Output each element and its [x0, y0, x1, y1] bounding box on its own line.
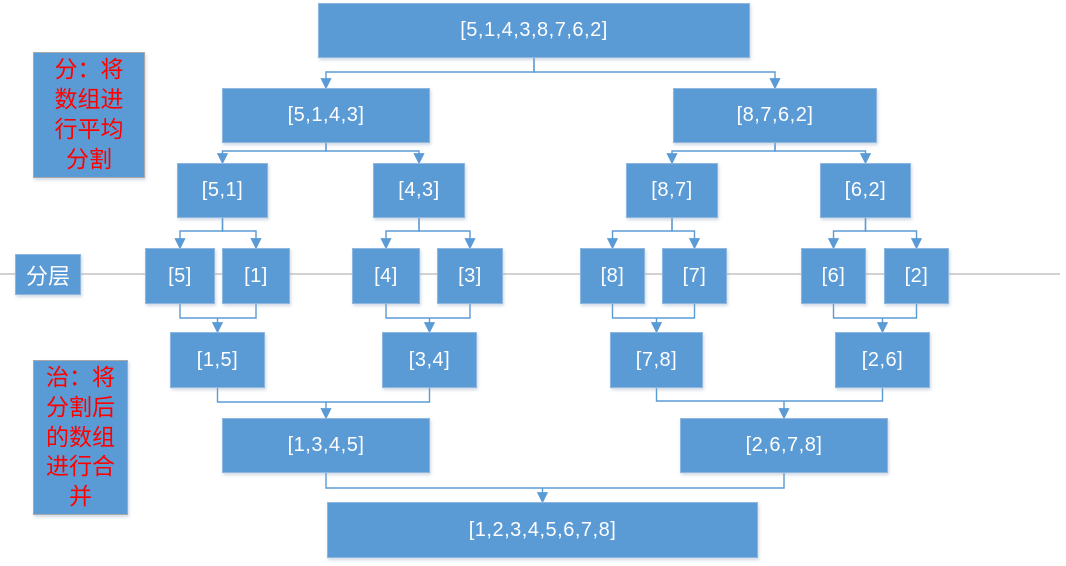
- node-pair-8-7: [8,7]: [626, 163, 718, 218]
- node-single-5: [5]: [145, 248, 215, 304]
- conquer-note: 治：将 分割后 的数组 进行合 并: [33, 360, 128, 515]
- node-merge-2-6-7-8: [2,6,7,8]: [680, 418, 888, 473]
- node-pair-4-3: [4,3]: [373, 163, 465, 218]
- node-single-6: [6]: [801, 248, 866, 304]
- node-merge-1-3-4-5: [1,3,4,5]: [222, 418, 430, 473]
- node-merge-3-4: [3,4]: [382, 332, 477, 388]
- node-merge-7-8: [7,8]: [610, 332, 703, 388]
- layer-label: 分层: [15, 254, 81, 295]
- node-pair-5-1: [5,1]: [177, 163, 268, 218]
- node-single-4: [4]: [352, 248, 420, 304]
- node-single-7: [7]: [662, 248, 727, 304]
- node-sorted: [1,2,3,4,5,6,7,8]: [327, 502, 758, 558]
- node-left-half: [5,1,4,3]: [222, 88, 430, 143]
- node-merge-2-6: [2,6]: [835, 332, 930, 388]
- divide-note: 分：将 数组进 行平均 分割: [33, 52, 145, 178]
- node-root: [5,1,4,3,8,7,6,2]: [318, 3, 750, 58]
- node-single-1: [1]: [222, 248, 290, 304]
- node-single-2: [2]: [884, 248, 949, 304]
- node-single-3: [3]: [437, 248, 503, 304]
- node-right-half: [8,7,6,2]: [673, 88, 877, 143]
- node-merge-1-5: [1,5]: [170, 332, 265, 388]
- node-single-8: [8]: [580, 248, 645, 304]
- node-pair-6-2: [6,2]: [820, 163, 911, 218]
